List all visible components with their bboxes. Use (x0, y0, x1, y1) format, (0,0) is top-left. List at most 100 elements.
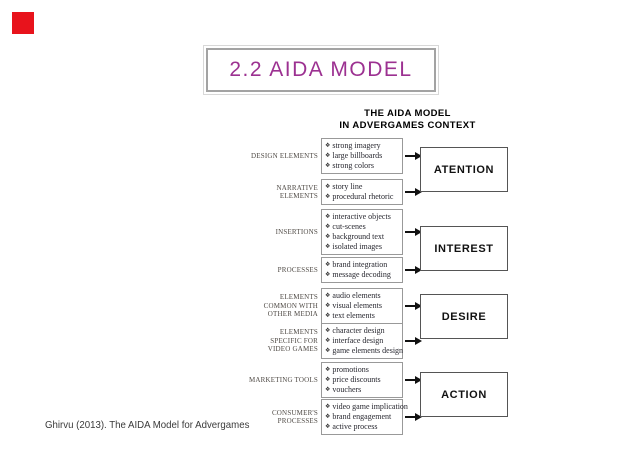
factor-label: CONSUMER'S PROCESSES (271, 408, 318, 426)
flow-arrow-icon (405, 413, 422, 421)
diamond-bullet-icon: ❖ (325, 404, 331, 410)
list-item-text: game elements design (332, 346, 404, 355)
factor-row-elements-specific: ELEMENTS SPECIFIC FOR VIDEO GAMES ❖chara… (248, 323, 422, 359)
factor-items-box: ❖strong imagery ❖large billboards ❖stron… (321, 138, 403, 174)
diamond-bullet-icon: ❖ (325, 163, 331, 169)
list-item-text: strong colors (332, 161, 374, 170)
factor-label: ELEMENTS SPECIFIC FOR VIDEO GAMES (267, 328, 318, 354)
list-item-text: price discounts (332, 375, 381, 384)
list-item-text: cut-scenes (332, 222, 366, 231)
list-item: ❖brand integration (325, 260, 402, 270)
factor-row-design-elements: DESIGN ELEMENTS ❖strong imagery ❖large b… (248, 138, 422, 174)
diamond-bullet-icon: ❖ (325, 367, 331, 373)
list-item-text: audio elements (332, 291, 381, 300)
stage-label: ACTION (441, 388, 487, 401)
diamond-bullet-icon: ❖ (325, 328, 331, 334)
flow-arrow-icon (405, 152, 422, 160)
factor-label: NARRATIVE ELEMENTS (276, 183, 318, 201)
list-item-text: procedural rhetoric (332, 192, 394, 201)
list-item: ❖brand engagement (325, 412, 402, 422)
list-item-text: interactive objects (332, 212, 391, 221)
list-item: ❖background text (325, 232, 402, 242)
diamond-bullet-icon: ❖ (325, 387, 331, 393)
factor-label: MARKETING TOOLS (248, 375, 318, 384)
list-item: ❖isolated images (325, 242, 402, 252)
list-item: ❖video game implication (325, 402, 408, 412)
list-item: ❖interactive objects (325, 212, 402, 222)
figure-title-line1: THE AIDA MODEL (364, 108, 451, 119)
diamond-bullet-icon: ❖ (325, 424, 331, 430)
factor-items-box: ❖audio elements ❖visual elements ❖text e… (321, 288, 403, 324)
diamond-bullet-icon: ❖ (325, 194, 331, 200)
stage-box-atention: ATENTION (420, 147, 508, 192)
list-item: ❖audio elements (325, 291, 402, 301)
list-item-text: character design (332, 326, 385, 335)
list-item: ❖visual elements (325, 301, 402, 311)
list-item: ❖price discounts (325, 375, 402, 385)
list-item-text: text elements (332, 311, 375, 320)
diamond-bullet-icon: ❖ (325, 184, 331, 190)
list-item: ❖cut-scenes (325, 222, 402, 232)
diamond-bullet-icon: ❖ (325, 272, 331, 278)
list-item: ❖strong colors (325, 161, 402, 171)
stage-label: ATENTION (433, 163, 495, 176)
list-item: ❖procedural rhetoric (325, 192, 402, 202)
factor-items-box: ❖brand integration ❖message decoding (321, 257, 403, 283)
diamond-bullet-icon: ❖ (325, 224, 331, 230)
factor-row-narrative-elements: NARRATIVE ELEMENTS ❖story line ❖procedur… (248, 179, 422, 205)
figure-title-line2: IN ADVERGAMES CONTEXT (339, 120, 476, 131)
factor-label: PROCESSES (277, 265, 318, 274)
diamond-bullet-icon: ❖ (325, 214, 331, 220)
list-item: ❖game elements design (325, 346, 404, 356)
stage-label: DESIRE (441, 310, 487, 323)
diamond-bullet-icon: ❖ (325, 234, 331, 240)
factor-label: DESIGN ELEMENTS (251, 151, 318, 160)
list-item: ❖story line (325, 182, 402, 192)
factor-label: INSERTIONS (275, 227, 318, 236)
list-item: ❖message decoding (325, 270, 402, 280)
list-item: ❖promotions (325, 365, 402, 375)
list-item-text: interface design (332, 336, 384, 345)
diamond-bullet-icon: ❖ (325, 338, 331, 344)
factor-items-box: ❖interactive objects ❖cut-scenes ❖backgr… (321, 209, 403, 255)
citation: Ghirvu (2013). The AIDA Model for Adverg… (45, 419, 250, 431)
diamond-bullet-icon: ❖ (325, 153, 331, 159)
figure-title: THE AIDA MODEL IN ADVERGAMES CONTEXT (300, 108, 515, 132)
factor-row-processes: PROCESSES ❖brand integration ❖message de… (248, 257, 422, 283)
list-item: ❖vouchers (325, 385, 402, 395)
list-item-text: brand integration (332, 260, 388, 269)
flow-arrow-icon (405, 337, 422, 345)
stage-box-desire: DESIRE (420, 294, 508, 339)
list-item-text: active process (332, 422, 378, 431)
factor-items-box: ❖character design ❖interface design ❖gam… (321, 323, 403, 359)
list-item: ❖interface design (325, 336, 402, 346)
factor-row-marketing-tools: MARKETING TOOLS ❖promotions ❖price disco… (248, 362, 422, 398)
flow-arrow-icon (405, 228, 422, 236)
diamond-bullet-icon: ❖ (325, 244, 331, 250)
list-item-text: vouchers (332, 385, 362, 394)
page-title: 2.2 AIDA MODEL (229, 58, 413, 81)
diamond-bullet-icon: ❖ (325, 262, 331, 268)
list-item: ❖large billboards (325, 151, 402, 161)
diamond-bullet-icon: ❖ (325, 303, 331, 309)
factor-items-box: ❖promotions ❖price discounts ❖vouchers (321, 362, 403, 398)
diamond-bullet-icon: ❖ (325, 313, 331, 319)
factor-row-insertions: INSERTIONS ❖interactive objects ❖cut-sce… (248, 209, 422, 255)
diamond-bullet-icon: ❖ (325, 377, 331, 383)
list-item-text: isolated images (332, 242, 382, 251)
list-item-text: background text (332, 232, 385, 241)
list-item-text: visual elements (332, 301, 382, 310)
diamond-bullet-icon: ❖ (325, 293, 331, 299)
list-item: ❖character design (325, 326, 402, 336)
list-item: ❖strong imagery (325, 141, 402, 151)
list-item-text: message decoding (332, 270, 391, 279)
list-item-text: strong imagery (332, 141, 381, 150)
diamond-bullet-icon: ❖ (325, 414, 331, 420)
factor-label: ELEMENTS COMMON WITH OTHER MEDIA (263, 293, 318, 319)
factor-items-box: ❖video game implication ❖brand engagemen… (321, 399, 408, 435)
diamond-bullet-icon: ❖ (325, 143, 331, 149)
stage-label: INTEREST (434, 242, 494, 255)
red-square-marker-icon (12, 12, 34, 34)
stage-box-interest: INTEREST (420, 226, 508, 271)
